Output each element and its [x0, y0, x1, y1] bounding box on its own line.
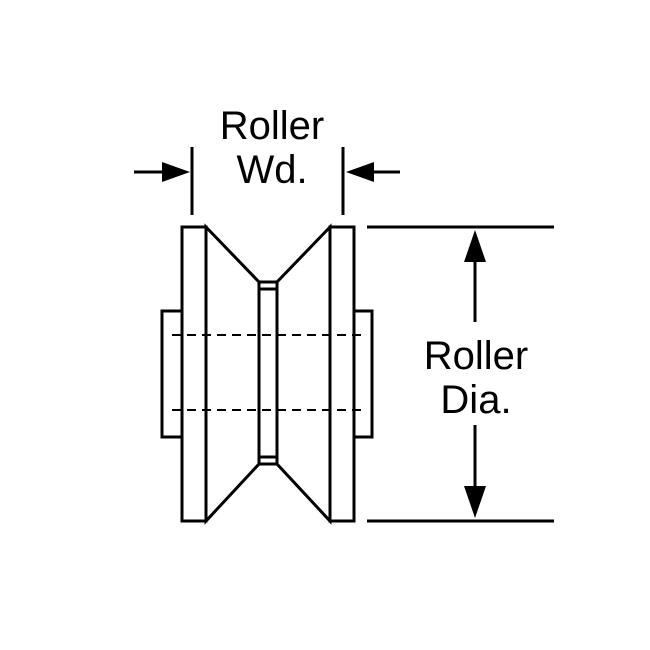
roller-body [160, 223, 374, 525]
flange-right [328, 225, 356, 523]
cone-right [275, 223, 332, 525]
width-arrow-left-icon [162, 162, 190, 182]
diameter-arrow-down-icon [464, 486, 486, 518]
flange-left [180, 225, 208, 523]
cone-left [204, 223, 261, 525]
roller-width-label-line2: Wd. [236, 148, 307, 192]
roller-width-dimension [134, 147, 400, 215]
groove-center [257, 287, 279, 459]
roller-width-label-line1: Roller [220, 104, 324, 148]
hub-left [160, 309, 184, 439]
roller-diameter-label-line2: Dia. [440, 378, 511, 422]
roller-diameter-dimension [367, 225, 554, 523]
roller-diameter-label-line1: Roller [424, 334, 528, 378]
diameter-arrow-up-icon [464, 230, 486, 262]
width-arrow-right-icon [346, 162, 374, 182]
bore-hidden-lines [172, 334, 364, 411]
